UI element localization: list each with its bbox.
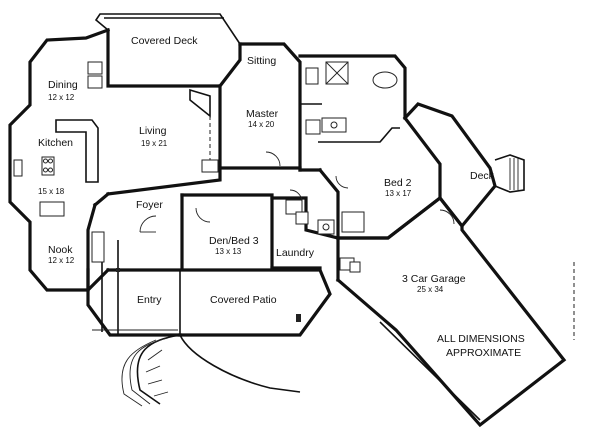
nook-label: Nook (48, 244, 73, 256)
bed2-label: Bed 2 (384, 177, 412, 189)
covered-deck-top-label: Covered Deck (131, 35, 198, 47)
room-labels: Covered Deck Sitting Dining 12 x 12 Mast… (38, 35, 525, 359)
living-size: 19 x 21 (141, 139, 168, 148)
den-label: Den/Bed 3 (209, 235, 259, 247)
garage-structure (335, 195, 575, 428)
den-size: 13 x 13 (215, 247, 242, 256)
garage-size: 25 x 34 (417, 285, 444, 294)
dimensions-note-line1: ALL DIMENSIONS (437, 333, 525, 345)
deck-label: Deck (470, 170, 495, 182)
master-label: Master (246, 108, 279, 120)
deck-structure (402, 102, 525, 229)
master-size: 14 x 20 (248, 120, 275, 129)
dimensions-note-line2: APPROXIMATE (446, 347, 521, 359)
kitchen-size: 15 x 18 (38, 187, 65, 196)
outer-walls (8, 13, 442, 292)
nook-size: 12 x 12 (48, 256, 75, 265)
dining-size: 12 x 12 (48, 93, 75, 102)
sitting-label: Sitting (247, 55, 276, 67)
covered-patio-label: Covered Patio (210, 294, 277, 306)
entry-label: Entry (137, 294, 162, 306)
laundry-label: Laundry (276, 247, 315, 259)
interior-details (13, 61, 455, 322)
kitchen-label: Kitchen (38, 137, 73, 149)
bed2-size: 13 x 17 (385, 189, 412, 198)
garage-label: 3 Car Garage (402, 273, 466, 285)
living-label: Living (139, 125, 167, 137)
foyer-label: Foyer (136, 199, 163, 211)
entry-patio-structure (86, 240, 332, 407)
dining-label: Dining (48, 79, 78, 91)
